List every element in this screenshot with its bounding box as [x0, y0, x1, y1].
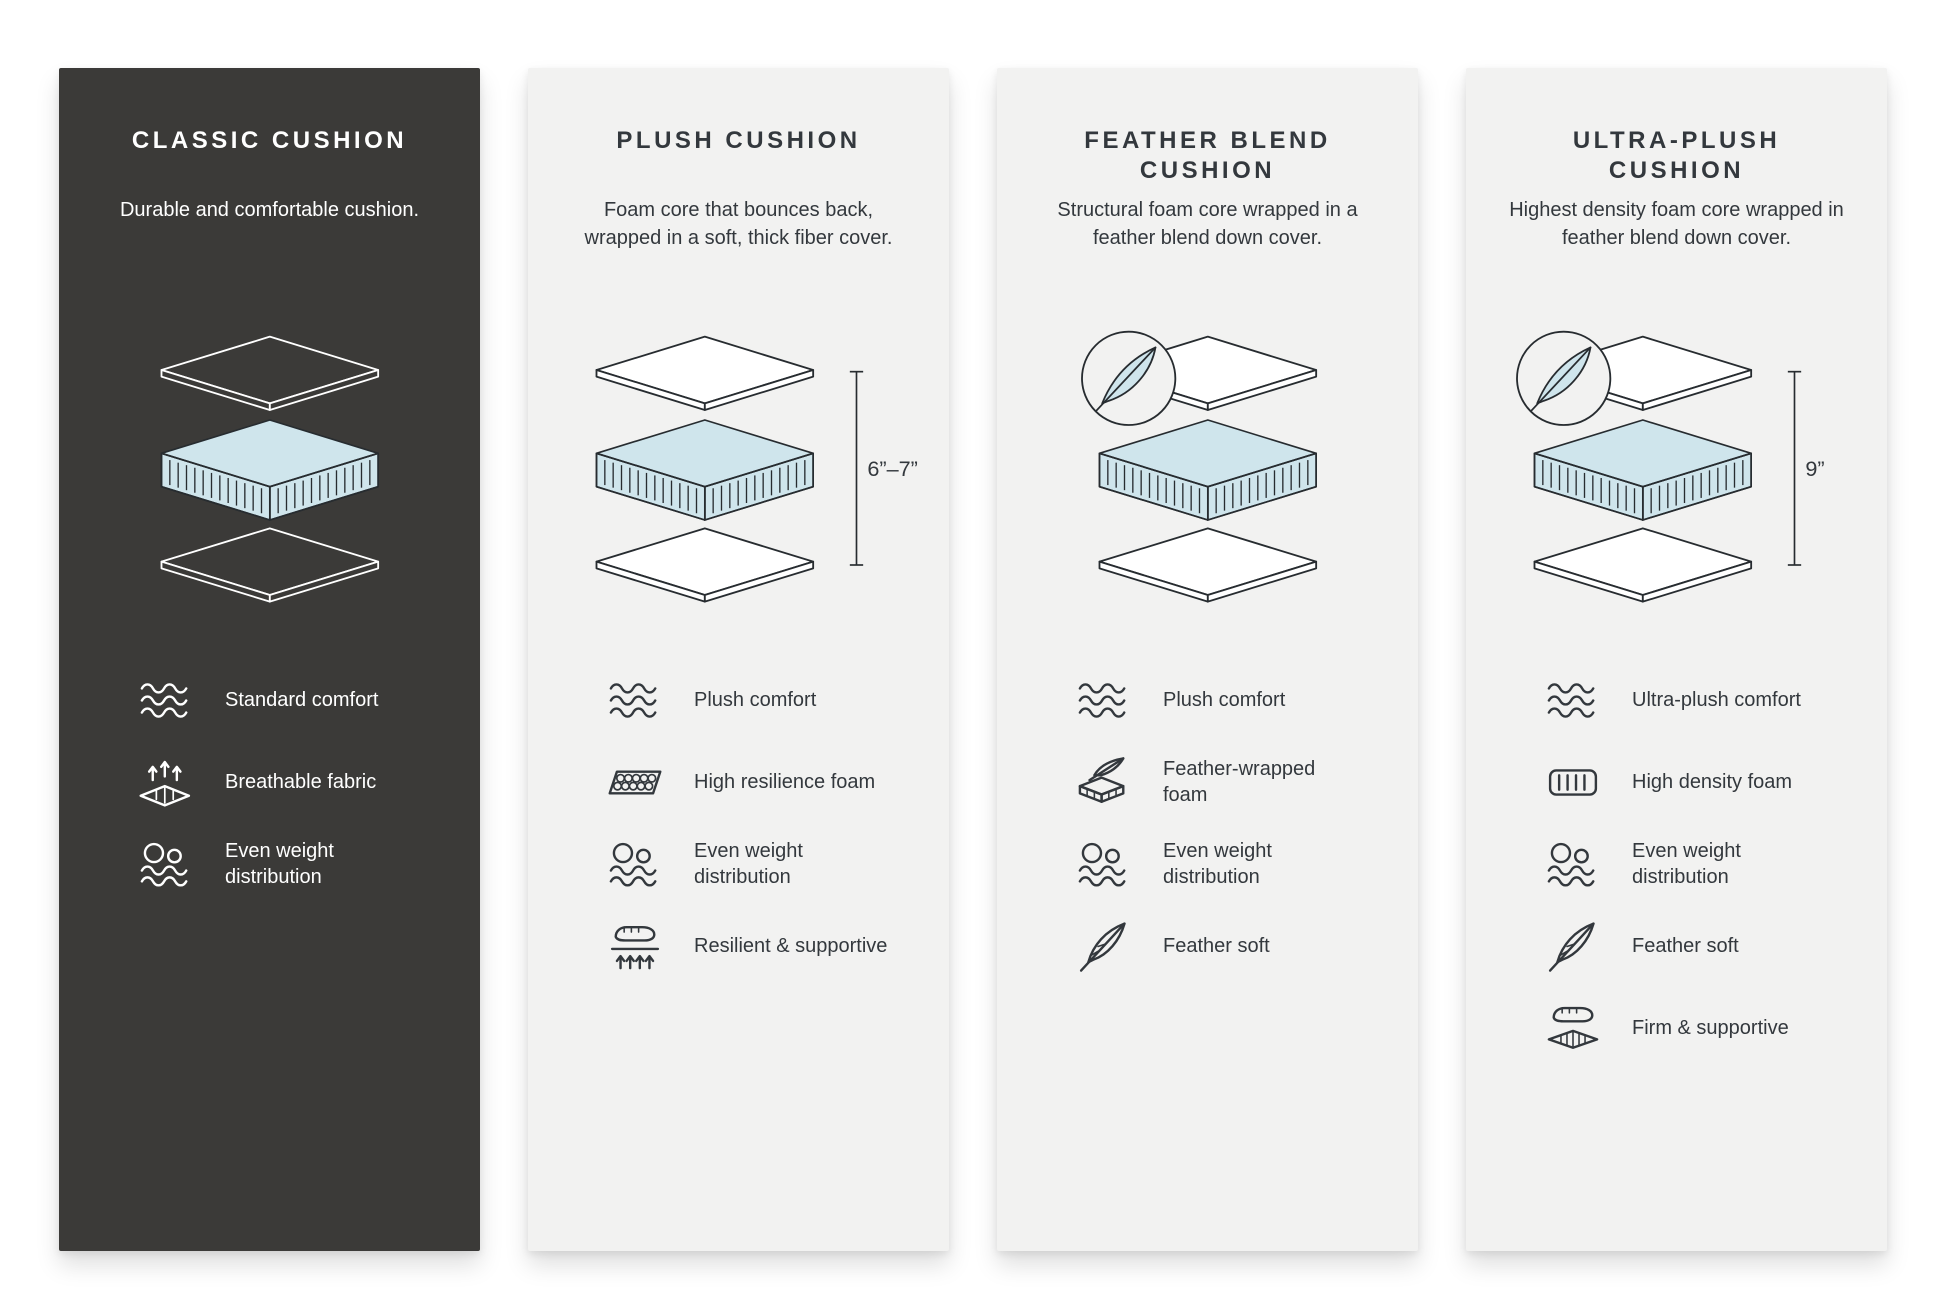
- feature-label: Feather-wrapped foam: [1163, 758, 1316, 806]
- panel-title: ULTRA-PLUSH CUSHION: [1572, 127, 1781, 184]
- top-cover-layer: [595, 335, 815, 411]
- foam-core-layer: [1534, 419, 1753, 521]
- feature-label: Breathable fabric: [225, 771, 377, 793]
- cushion-panel-2: PLUSH CUSHION Foam core that bounces bac…: [528, 68, 949, 1251]
- cushion-panel-4: ULTRA-PLUSH CUSHION Highest density foam…: [1466, 68, 1887, 1251]
- cushion-illustration: [160, 335, 379, 603]
- cushion-illustration: [1080, 330, 1317, 603]
- measurement-label: 6”–7”: [868, 456, 919, 481]
- thickness-measurement: 9”: [1788, 370, 1825, 566]
- measurement-label: 9”: [1806, 456, 1825, 481]
- feature-item: Firm & supportive: [1544, 1000, 1851, 1056]
- feature-label: Ultra-plush comfort: [1632, 689, 1801, 711]
- resilience-foam-icon: [606, 756, 664, 809]
- even-weight-icon: [1544, 838, 1602, 891]
- firm-supportive-icon: [1544, 1002, 1602, 1055]
- feature-label: Even weight distribution: [1632, 840, 1741, 888]
- foam-core-layer: [596, 419, 815, 521]
- resilient-supportive-icon: [606, 920, 664, 973]
- feature-label: Standard comfort: [225, 689, 379, 711]
- feature-label: Even weight distribution: [225, 840, 334, 888]
- feather-soft-icon: [1075, 920, 1133, 973]
- feature-item: Breathable fabric: [137, 754, 444, 810]
- panel-description: Foam core that bounces back, wrapped in …: [584, 199, 893, 250]
- panel-title: PLUSH CUSHION: [616, 127, 861, 154]
- feature-item: High density foam: [1544, 754, 1851, 810]
- feature-item: Even weight distribution: [137, 836, 444, 892]
- cushion-diagram: [95, 314, 444, 626]
- feature-item: Standard comfort: [137, 672, 444, 728]
- panel-title: CLASSIC CUSHION: [131, 127, 408, 154]
- comfort-waves-icon: [606, 674, 664, 727]
- feature-label: Even weight distribution: [694, 840, 803, 888]
- feather-wrapped-foam-icon: [1075, 756, 1133, 809]
- feature-item: Feather soft: [1075, 918, 1382, 974]
- thickness-measurement: 6”–7”: [850, 370, 919, 566]
- bottom-cover-layer: [595, 527, 815, 603]
- panel-description: Highest density foam core wrapped in fea…: [1509, 199, 1844, 250]
- cushion-diagram: 6”–7”: [564, 314, 918, 626]
- feature-label: Plush comfort: [694, 689, 817, 711]
- feature-item: Feather soft: [1544, 918, 1851, 974]
- foam-core-layer: [160, 419, 379, 521]
- feature-item: Resilient & supportive: [606, 918, 913, 974]
- feather-badge-icon: [1516, 330, 1612, 426]
- cushion-panel-1: CLASSIC CUSHION Durable and comfortable …: [59, 68, 480, 1251]
- breathable-fabric-icon: [137, 756, 195, 809]
- feature-item: Feather-wrapped foam: [1075, 754, 1382, 810]
- feature-item: Even weight distribution: [1075, 836, 1382, 892]
- comfort-waves-icon: [137, 674, 195, 727]
- panel-title: FEATHER BLEND CUSHION: [1084, 127, 1331, 184]
- feature-label: Plush comfort: [1163, 689, 1286, 711]
- feature-label: High resilience foam: [694, 771, 876, 793]
- feature-label: Even weight distribution: [1163, 840, 1272, 888]
- panel-description: Structural foam core wrapped in a feathe…: [1057, 199, 1358, 250]
- even-weight-icon: [1075, 838, 1133, 891]
- feature-item: Plush comfort: [1075, 672, 1382, 728]
- bottom-cover-layer: [1533, 527, 1753, 603]
- feature-item: Even weight distribution: [1544, 836, 1851, 892]
- feather-badge-icon: [1080, 330, 1176, 426]
- density-foam-icon: [1544, 756, 1602, 809]
- feature-item: Plush comfort: [606, 672, 913, 728]
- feature-label: Firm & supportive: [1632, 1017, 1789, 1039]
- top-cover-layer: [160, 335, 379, 411]
- feature-item: Ultra-plush comfort: [1544, 672, 1851, 728]
- even-weight-icon: [606, 838, 664, 891]
- feature-label: Resilient & supportive: [694, 935, 888, 957]
- cushion-panel-3: FEATHER BLEND CUSHION Structural foam co…: [997, 68, 1418, 1251]
- feature-label: Feather soft: [1632, 935, 1739, 957]
- feature-label: Feather soft: [1163, 935, 1270, 957]
- even-weight-icon: [137, 838, 195, 891]
- feature-item: Even weight distribution: [606, 836, 913, 892]
- cushion-illustration: 6”–7”: [595, 335, 919, 603]
- panel-description: Durable and comfortable cushion.: [119, 199, 420, 221]
- comfort-waves-icon: [1075, 674, 1133, 727]
- cushion-illustration: 9”: [1516, 330, 1825, 603]
- feature-label: High density foam: [1632, 771, 1793, 793]
- bottom-cover-layer: [1098, 527, 1317, 603]
- foam-core-layer: [1098, 419, 1317, 521]
- feather-soft-icon: [1544, 920, 1602, 973]
- comfort-waves-icon: [1544, 674, 1602, 727]
- feature-item: High resilience foam: [606, 754, 913, 810]
- cushion-diagram: [1033, 314, 1382, 626]
- bottom-cover-layer: [160, 527, 379, 603]
- cushion-diagram: 9”: [1502, 314, 1851, 626]
